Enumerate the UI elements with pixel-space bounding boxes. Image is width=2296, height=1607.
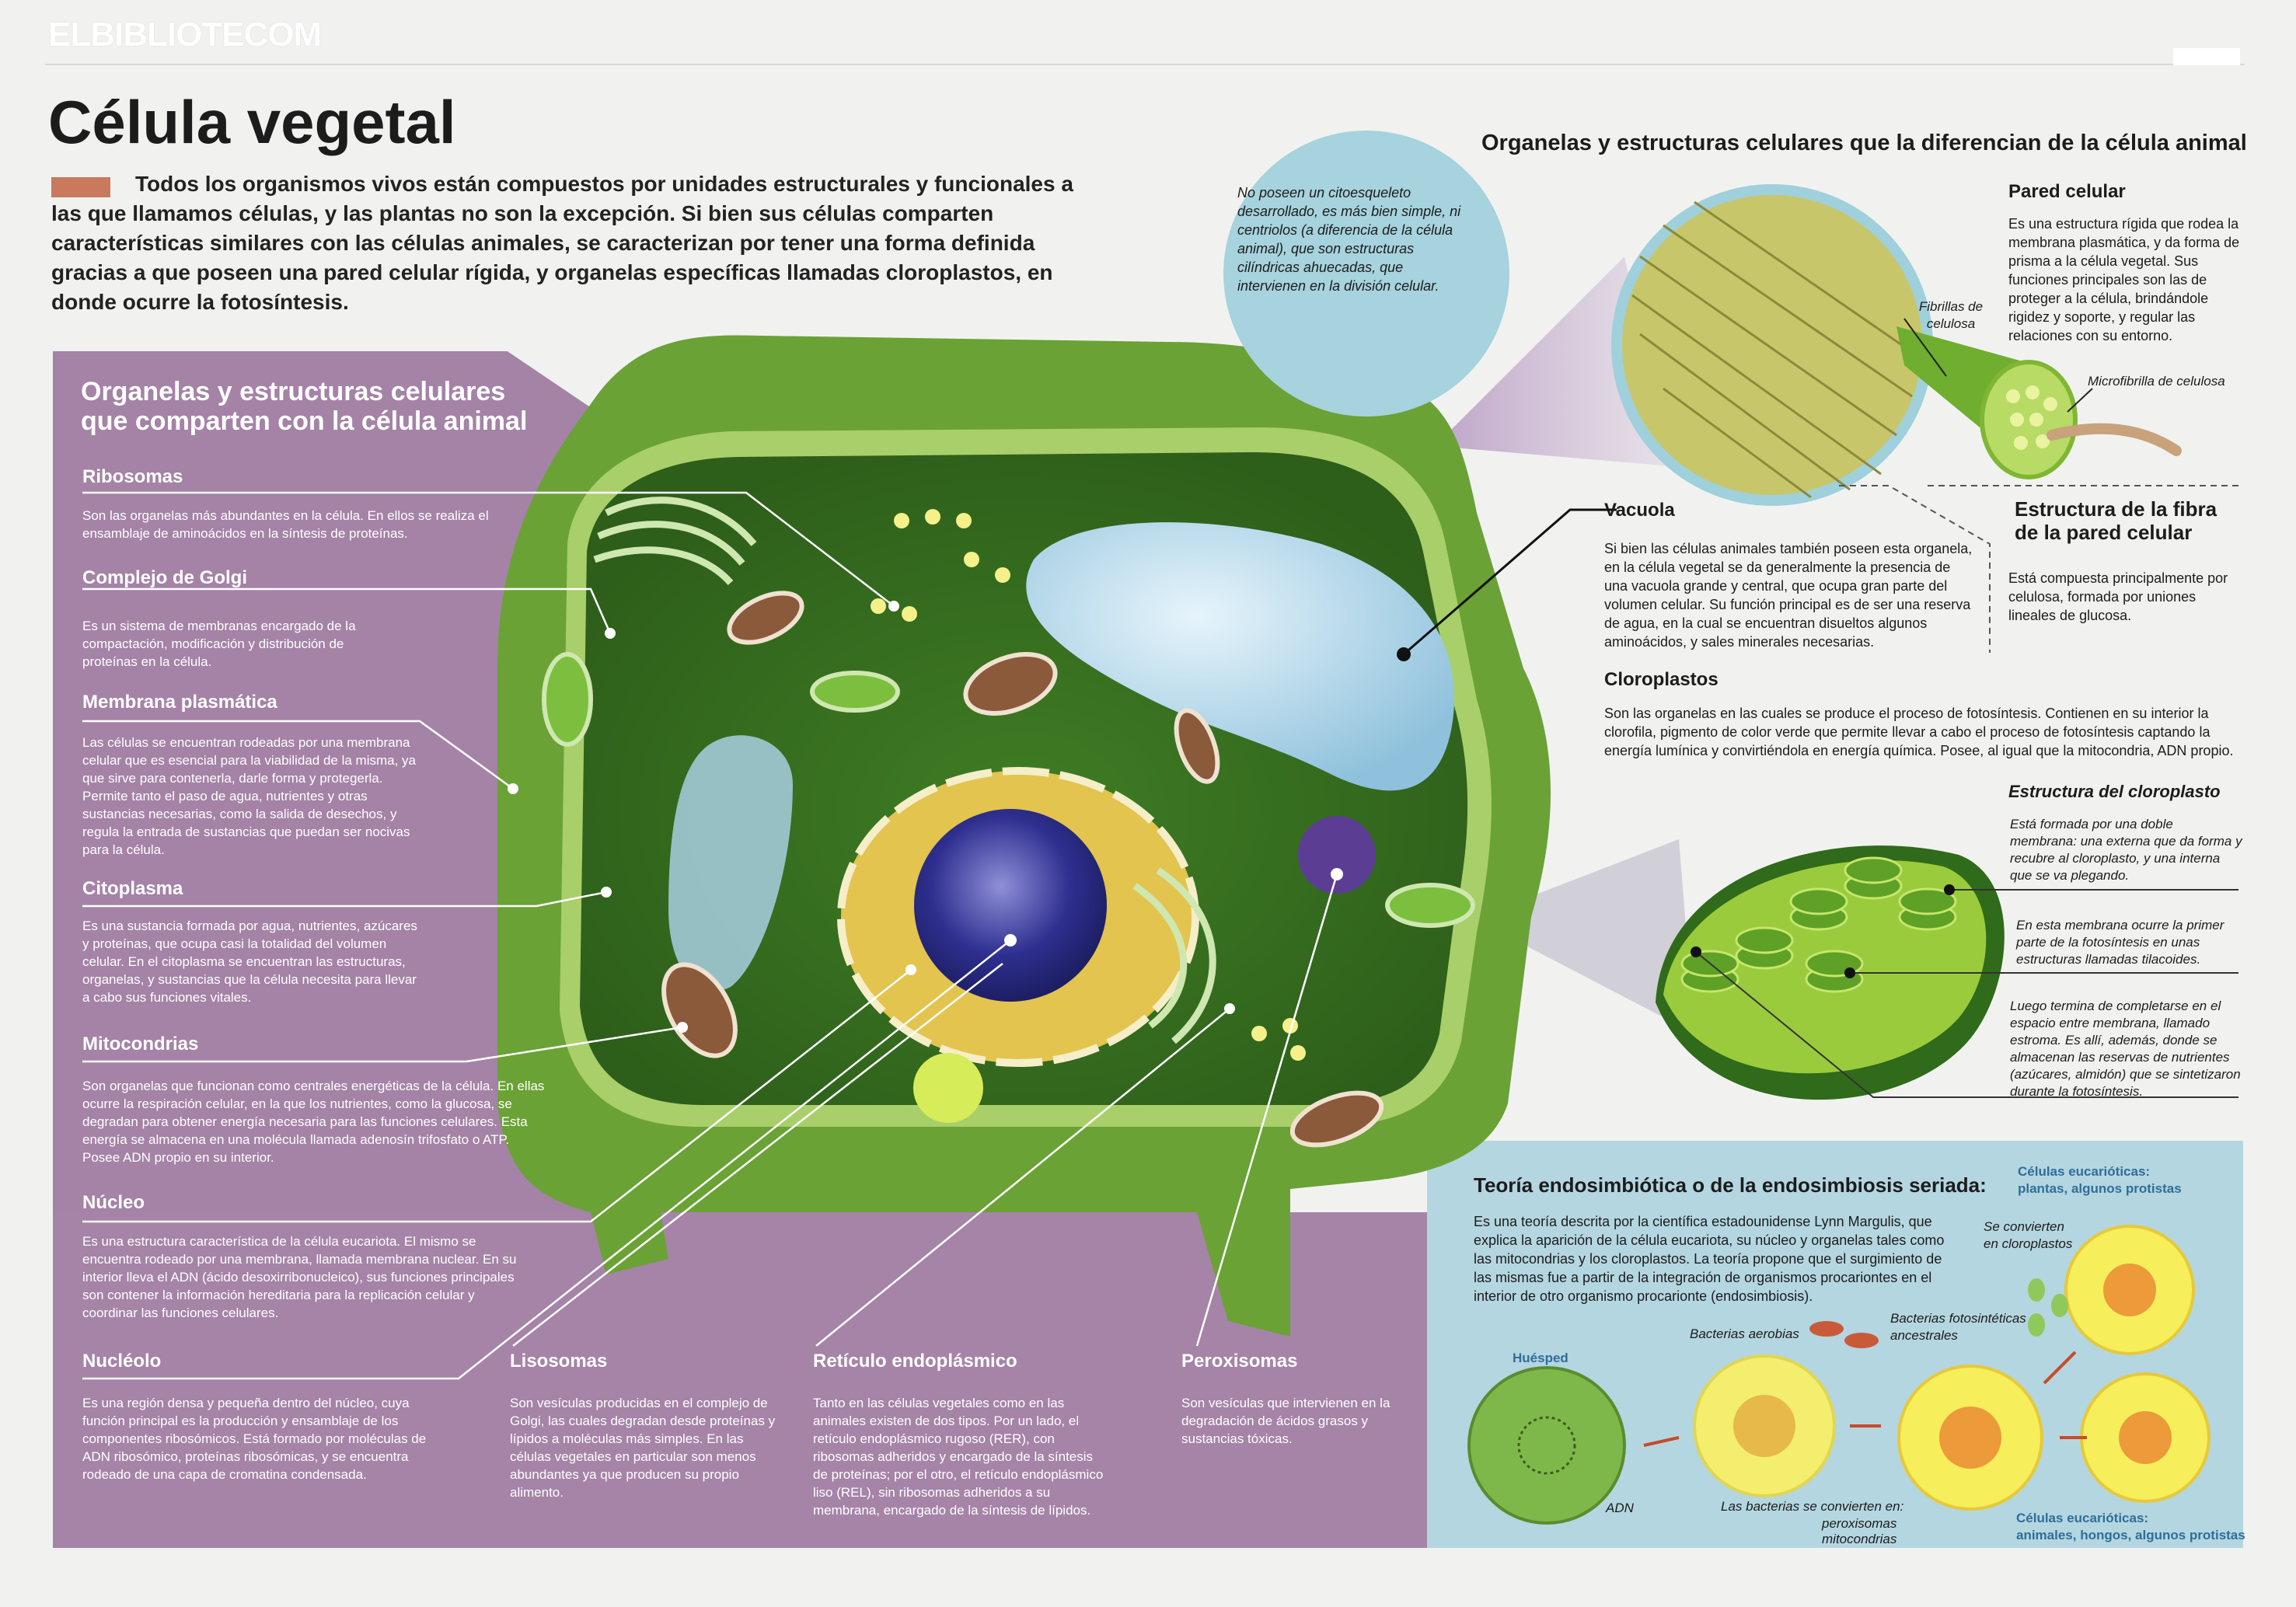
note-doble-membrana: Está formada por una doble membrana: una… [2010,817,2242,883]
small-vacuole [668,735,793,992]
label-fibra-2: de la pared celular [2015,521,2193,544]
note-estroma: Luego termina de completarse en el espac… [2010,999,2241,1099]
label-pared-celular: Pared celular [2008,181,2126,202]
text-peroxisomas: Son vesículas que intervienen en la degr… [1181,1396,1391,1446]
text-golgi: Es un sistema de membranas encargado de … [82,619,356,669]
label-bacterias-aerobias: Bacterias aerobias [1690,1326,1799,1341]
label-adn: ADN [1606,1501,1634,1515]
text-nucleo: Es una estructura característica de la c… [82,1234,517,1320]
label-membrana: Membrana plasmática [82,692,277,713]
vacuole [1026,522,1455,791]
label-reticulo: Retículo endoplásmico [813,1351,1017,1372]
text-fibra: Está compuesta principalmente por celulo… [2008,570,2228,623]
label-bacterias-convierten-1: Las bacterias se convierten en: [1721,1499,1904,1514]
text-membrana: Las células se encuentran rodeadas por u… [82,735,417,857]
zoom-cone-chloroplast [1474,839,1694,1034]
fiber-dashed-leader [1839,485,1991,653]
header-divider [45,64,2245,65]
label-estructura-cloroplasto: Estructura del cloroplasto [2008,782,2221,801]
endosymbiosis-title: Teoría endosimbiótica o de la endosimbio… [1474,1173,1987,1197]
peroxisome [1298,816,1376,894]
mitochondria [661,591,1384,1148]
chloroplasts [542,652,1475,928]
bottom-panel-background [53,1212,1429,1548]
cytoskeleton-note-text: No poseen un citoesqueleto desarrollado,… [1237,185,1461,294]
label-ribosomas: Ribosomas [82,466,183,487]
label-bacterias-foto-1: Bacterias fotosintéticas [1890,1311,2026,1326]
cytoskeleton-note-circle [1223,131,1509,417]
right-panel-title: Organelas y estructuras celulares que la… [1481,131,2247,155]
label-vacuola: Vacuola [1604,500,1675,521]
site-logo[interactable]: ELBIBLIOTECOM [48,16,322,54]
label-eucariotas-animales-1: Células eucarióticas: [2016,1511,2149,1525]
label-citoplasma: Citoplasma [82,878,183,899]
cellulose-fibers [1631,200,1921,499]
nucleus [914,809,1107,1002]
page-title: Célula vegetal [48,88,456,156]
label-peroxisomas: Peroxisomas [1181,1351,1298,1372]
lysosome [913,1053,983,1123]
text-nucleolo: Es una región densa y pequeña dentro del… [82,1396,427,1482]
stage2-nucleus [1733,1395,1795,1457]
label-huesped: Huésped [1513,1351,1568,1365]
label-se-convierten-1: Se convierten [1984,1219,2064,1234]
text-mitocondrias: Son organelas que funcionan como central… [82,1079,545,1165]
header-tab [2173,48,2240,65]
aerobic-bacterium-2 [1844,1333,1879,1348]
vacuole-leader [1403,508,1617,656]
label-cloroplastos: Cloroplastos [1604,669,1719,690]
label-fibrillas: Fibrillas de celulosa [1918,299,1984,331]
text-citoplasma: Es una sustancia formada por agua, nutri… [82,919,417,1005]
cell-wall-zoom [1611,184,1933,506]
plant-eukaryote-nucleus [2103,1264,2156,1316]
text-reticulo: Tanto en las células vegetales como en l… [813,1396,1104,1518]
fiber-cross-section [1980,360,2078,479]
zoom-cone-wall [1435,256,1671,466]
golgi-complex [593,497,1216,1044]
animal-eukaryote-nucleus [2119,1411,2172,1464]
aerobic-bacterium-1 [1809,1321,1844,1337]
host-cell [1467,1366,1626,1525]
label-microfibrilla: Microfibrilla de celulosa [2088,374,2225,389]
host-dna [1517,1416,1576,1475]
microfibril-strand [2047,423,2182,456]
text-vacuola: Si bien las células animales también pos… [1604,541,1973,650]
label-mitocondrias: Mitocondrias [82,1034,199,1054]
endosymbiosis-text: Es una teoría descrita por la científica… [1474,1214,1945,1304]
label-eucariotas-plantas-2: plantas, algunos protistas [2018,1181,2182,1196]
left-leader-lines [82,491,1338,1380]
stage3-nucleus [1939,1407,2001,1469]
note-tilacoides: En esta membrana ocurre la primer parte … [2016,918,2224,967]
label-lisosomas: Lisosomas [510,1351,608,1372]
text-ribosomas: Son las organelas más abundantes en la c… [82,508,489,541]
label-eucariotas-animales-2: animales, hongos, algunos protistas [2016,1528,2245,1543]
text-lisosomas: Son vesículas producidas en el complejo … [510,1396,776,1500]
intro-paragraph: Todos los organismos vivos están compues… [51,172,1073,314]
microfibrils [2006,385,2057,450]
chloroplast-leaders [1695,889,2238,1098]
label-nucleo: Núcleo [82,1192,145,1213]
left-panel-title-1: Organelas y estructuras celulares [81,377,506,406]
intro-accent-bar [51,177,110,197]
label-fibra-1: Estructura de la fibra [2015,497,2217,521]
label-eucariotas-plantas-1: Células eucarióticas: [2018,1164,2151,1179]
process-arrows [1643,1351,2087,1447]
label-bacterias-foto-2: ancestrales [1890,1328,1958,1343]
text-pared-celular: Es una estructura rígida que rodea la me… [2008,216,2240,343]
label-se-convierten-2: en cloroplastos [1984,1236,2073,1251]
label-nucleolo: Nucléolo [82,1351,162,1372]
label-golgi: Complejo de Golgi [82,567,248,588]
photosynthetic-bacteria [2028,1278,2068,1337]
ribosomes [871,509,1306,1061]
text-cloroplastos: Son las organelas en las cuales se produ… [1604,706,2234,758]
left-panel-title-2: que comparten con la célula animal [81,406,528,436]
label-bacterias-convierten-2: peroxisomas [1822,1516,1897,1531]
label-bacterias-convierten-3: mitocondrias [1822,1532,1897,1546]
